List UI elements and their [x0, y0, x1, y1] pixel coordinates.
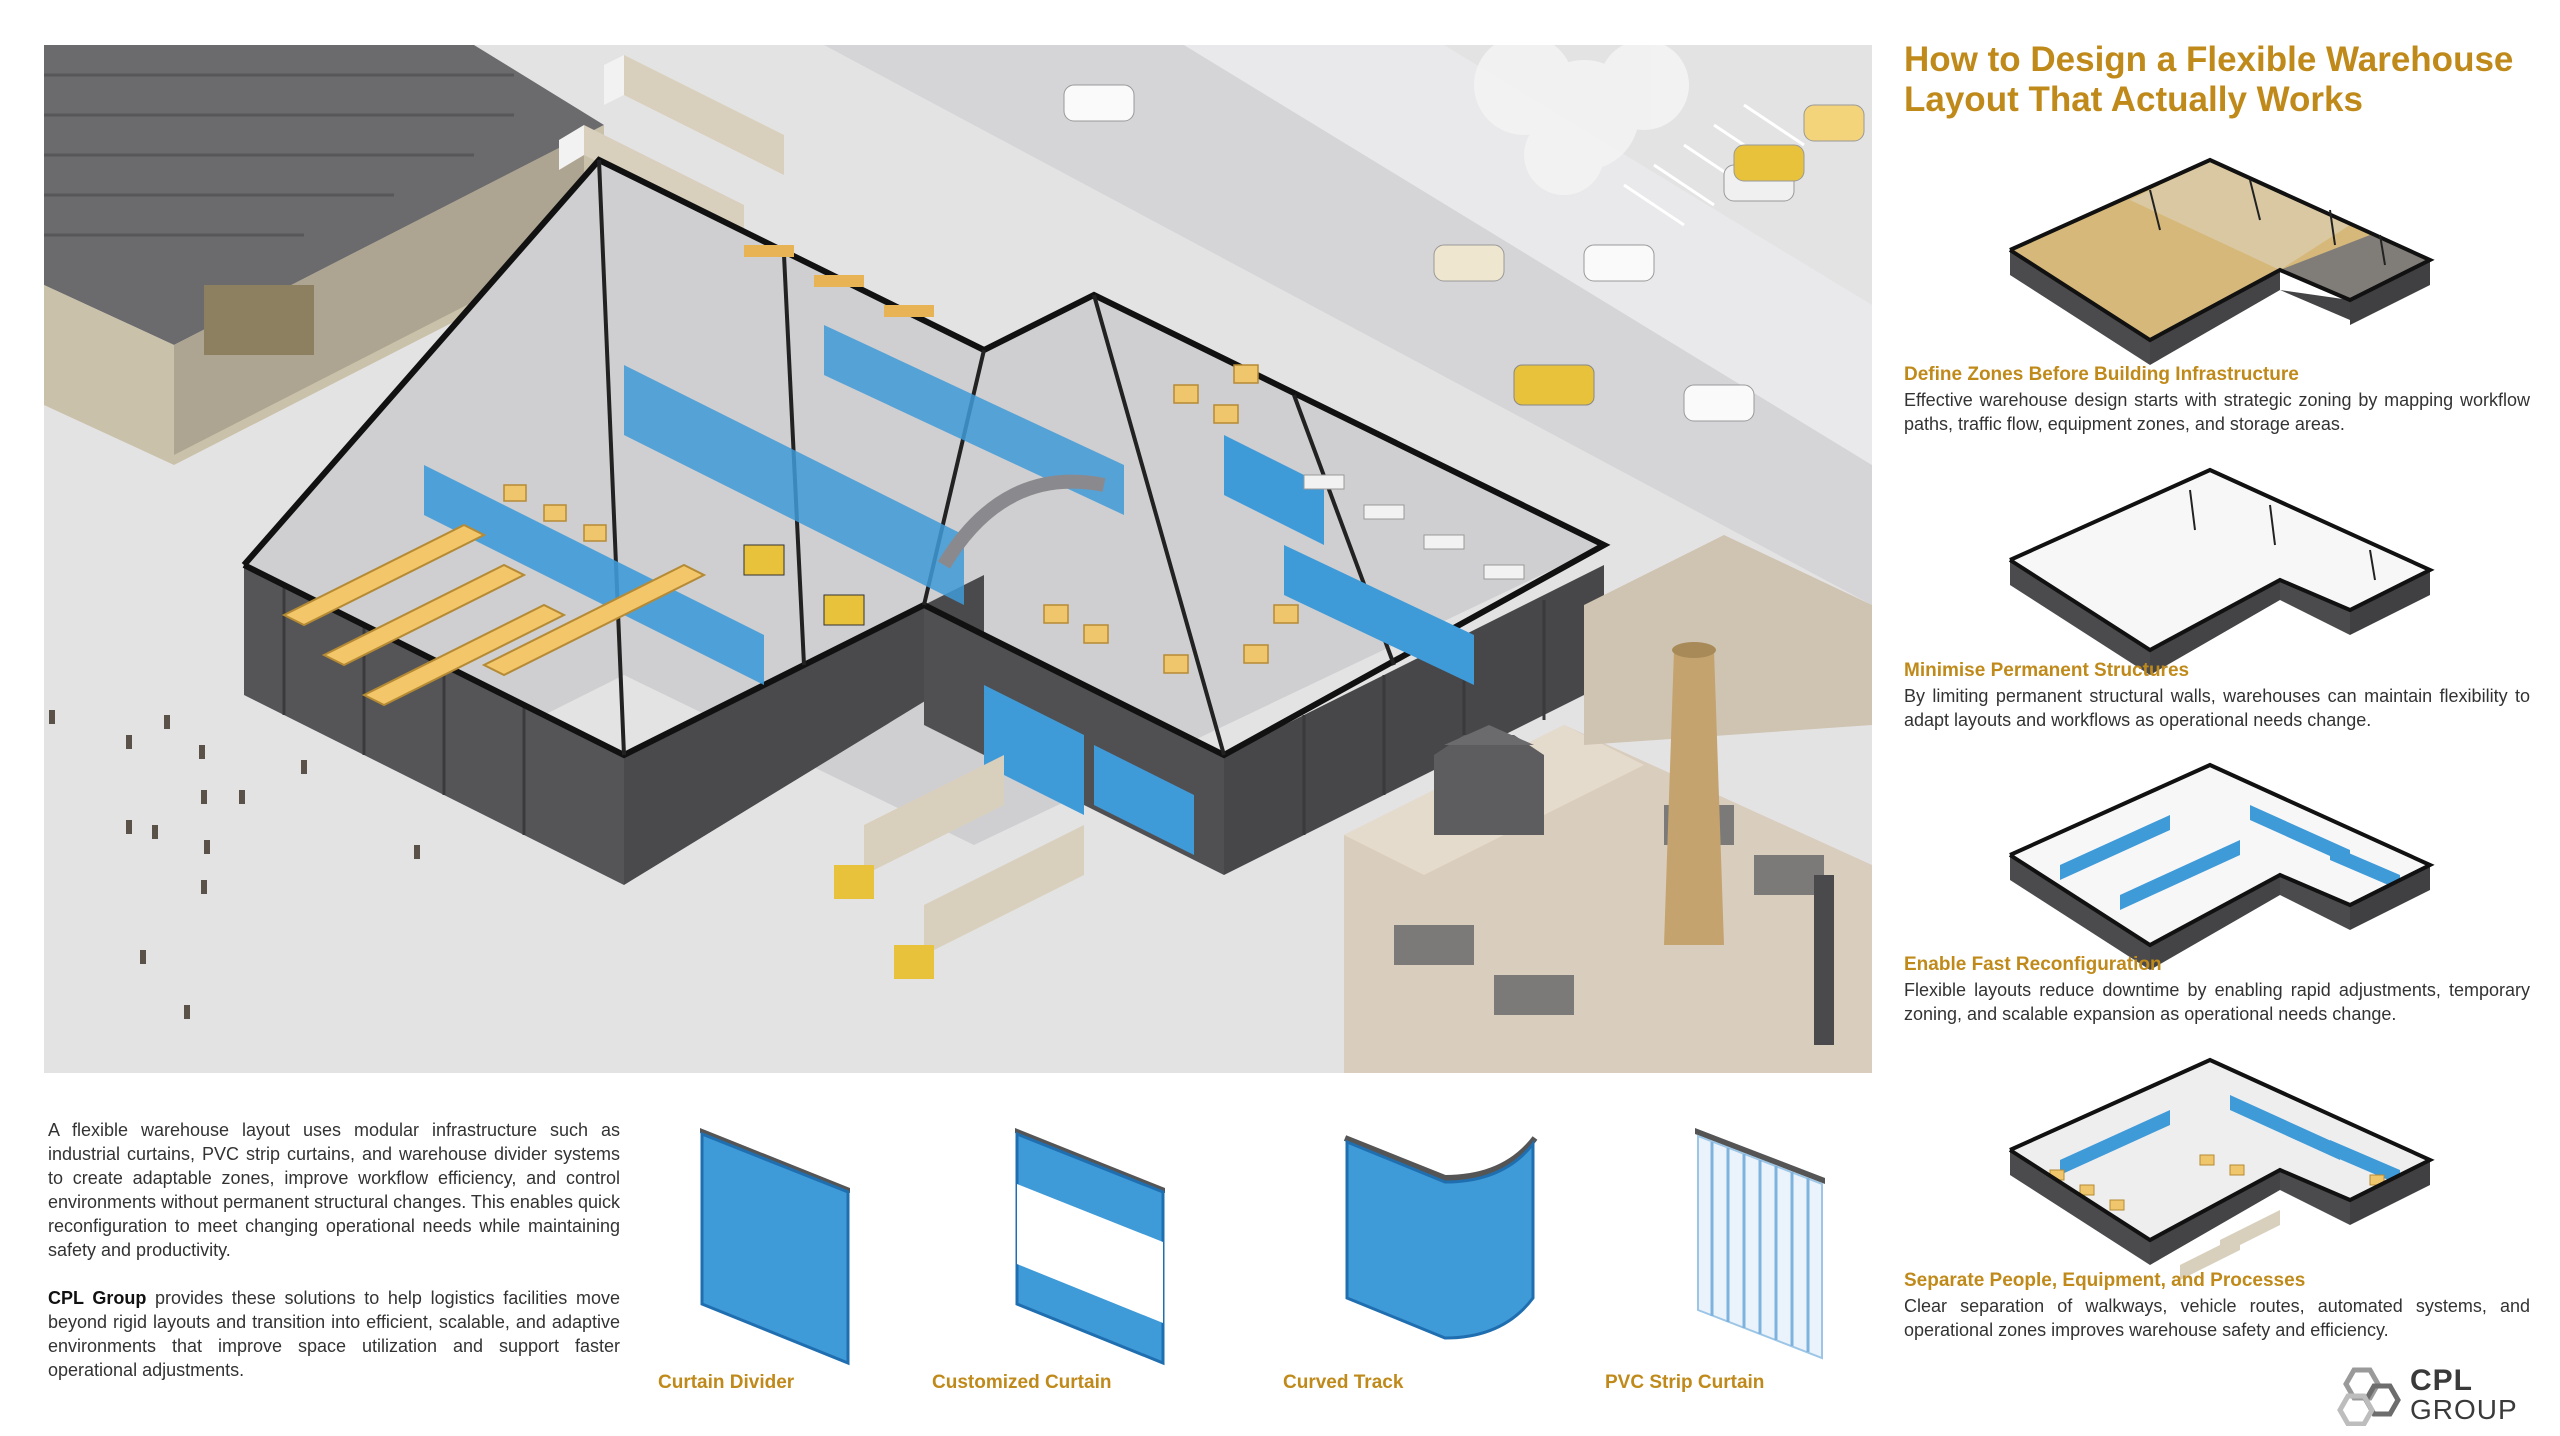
intro-paragraph-1: A flexible warehouse layout uses modular…: [48, 1120, 620, 1260]
open-floor-plan-image: [2008, 467, 2435, 675]
feature-title-separation: Separate People, Equipment, and Processe…: [1904, 1270, 2306, 1291]
people: [49, 710, 420, 1019]
feature-title-zones: Define Zones Before Building Infrastruct…: [1904, 364, 2299, 385]
cars: [1063, 84, 1865, 422]
product-pvc-strip-curtain: [1690, 1118, 1930, 1408]
intro-paragraph-2: CPL Group provides these solutions to he…: [48, 1286, 620, 1382]
curtain-divider-icon: [700, 1128, 850, 1366]
product-curved-track: [1335, 1118, 1575, 1408]
hexagon-logo-icon: [2337, 1367, 2401, 1427]
warehouse-cutaway: [241, 156, 1611, 885]
product-label-curtain-divider: Curtain Divider: [658, 1372, 795, 1393]
logo-text-line-2: GROUP: [2410, 1394, 2518, 1425]
customized-curtain-icon: [1015, 1128, 1165, 1366]
pvc-strip-curtain-icon: [1695, 1128, 1825, 1360]
parked-trucks: [559, 55, 784, 235]
tree: [1474, 45, 1689, 195]
feature-desc-zones: Effective warehouse design starts with s…: [1904, 390, 2530, 434]
logo-text-line-1: CPL: [2410, 1364, 2473, 1397]
feature-desc-separation: Clear separation of walkways, vehicle ro…: [1904, 1296, 2530, 1340]
feature-desc-reconfiguration: Flexible layouts reduce downtime by enab…: [1904, 980, 2530, 1024]
cpl-group-logo: CPL GROUP: [2334, 1364, 2544, 1427]
intro-text: A flexible warehouse layout uses modular…: [48, 1118, 620, 1382]
zoning-floor-plan-image: [2008, 157, 2435, 365]
right-panel: How to Design a Flexible Warehouse Layou…: [1890, 40, 2535, 1420]
feature-title-structures: Minimise Permanent Structures: [1904, 660, 2190, 681]
intro-paragraph-2-rest: provides these solutions to help logisti…: [48, 1288, 621, 1380]
road: [824, 45, 1872, 605]
page-title: How to Design a Flexible Warehouse Layou…: [1904, 40, 2514, 119]
factory-building: [1344, 535, 1872, 1073]
product-label-pvc-strip-curtain: PVC Strip Curtain: [1605, 1372, 1765, 1393]
product-label-curved-track: Curved Track: [1283, 1372, 1404, 1393]
product-curtain-divider: [690, 1118, 930, 1408]
separated-processes-floor-plan-image: [2008, 1057, 2435, 1280]
company-name: CPL Group: [48, 1288, 147, 1308]
dock-trucks: [834, 755, 1084, 979]
curved-track-icon: [1343, 1135, 1538, 1340]
product-customized-curtain: [1005, 1118, 1245, 1408]
hero-warehouse-illustration: [44, 45, 1872, 1073]
warehouse-isometric-scene: [44, 45, 1872, 1073]
product-label-customized-curtain: Customized Curtain: [932, 1372, 1112, 1393]
shed-building: [44, 45, 604, 465]
feature-title-reconfiguration: Enable Fast Reconfiguration: [1904, 954, 2162, 975]
feature-desc-structures: By limiting permanent structural walls, …: [1904, 686, 2530, 730]
reconfiguration-floor-plan-image: [2008, 762, 2435, 970]
